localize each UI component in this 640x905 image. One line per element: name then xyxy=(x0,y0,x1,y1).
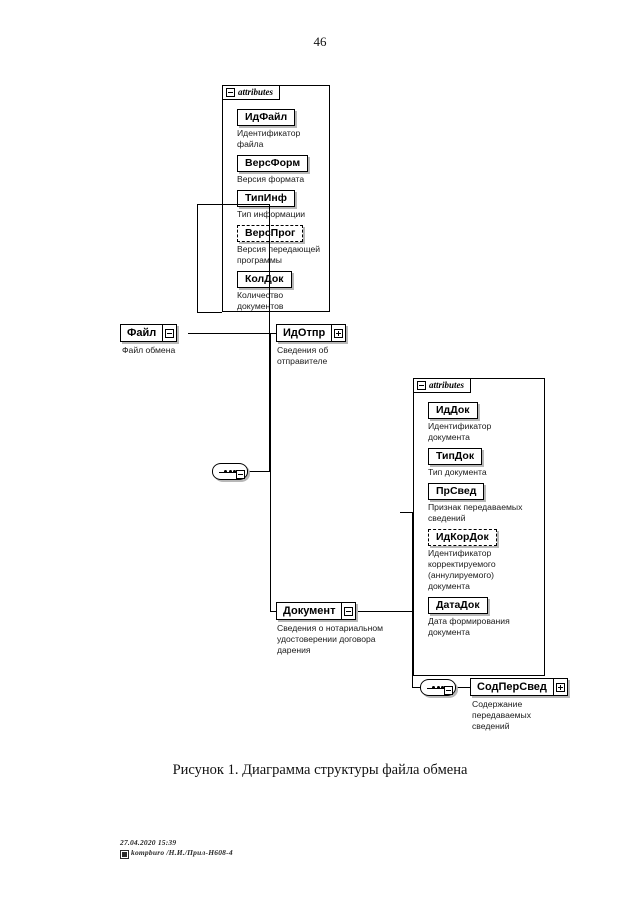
document-attributes-tab[interactable]: attributes xyxy=(413,378,472,393)
plus-icon[interactable] xyxy=(555,682,565,692)
sequence-document-expander[interactable] xyxy=(444,682,453,700)
page-number: 46 xyxy=(313,34,327,49)
attribute-item: ИдФайл Идентификатор файла xyxy=(237,107,321,150)
node-sodpersved-label: СодПерСвед xyxy=(477,680,547,693)
attribute-item: ТипИнф Тип информации xyxy=(237,188,321,220)
connector-file-attributes-bottom xyxy=(197,312,222,313)
sequence-file-expander[interactable] xyxy=(236,466,245,484)
file-attributes-panel: attributes ИдФайл Идентификатор файла Ве… xyxy=(222,85,330,312)
stamp-icon xyxy=(120,849,129,859)
attribute-item: ВерсПрог Версия передающей программы xyxy=(237,223,321,266)
footer-path: kompburo /Н.И./Прил-Н608-4 xyxy=(131,848,233,857)
file-attributes-tab-label: attributes xyxy=(238,87,274,97)
plus-icon[interactable] xyxy=(334,328,344,338)
figure-caption: Рисунок 1. Диаграмма структуры файла обм… xyxy=(172,762,468,778)
node-idotpr-description: Сведения об отправителе xyxy=(277,345,329,366)
attribute-item: ИдКорДок Идентификатор корректируемого (… xyxy=(428,527,536,592)
attribute-versprog-description: Версия передающей программы xyxy=(237,244,321,265)
attribute-item: ДатаДок Дата формирования документа xyxy=(428,595,536,638)
connector-trunk-vertical xyxy=(269,204,270,471)
node-idotpr-label: ИдОтпр xyxy=(283,326,326,339)
attribute-datadok[interactable]: ДатаДок xyxy=(428,597,488,614)
node-dokument-description: Сведения о нотариальном удостоверении до… xyxy=(277,623,384,655)
connector-document-trunk xyxy=(412,512,413,687)
minus-icon[interactable] xyxy=(226,88,235,97)
connector-file-to-trunk xyxy=(188,333,270,334)
node-file-expander-cell[interactable] xyxy=(162,325,176,341)
footer-path-row: kompburo /Н.И./Прил-Н608-4 xyxy=(120,848,233,859)
minus-icon[interactable] xyxy=(236,470,245,479)
attribute-prsved-description: Признак передаваемых сведений xyxy=(428,502,523,523)
attribute-tipdok[interactable]: ТипДок xyxy=(428,448,483,465)
connector-trunk-to-file-attributes xyxy=(197,204,270,205)
attribute-idfayl-description: Идентификатор файла xyxy=(237,128,301,149)
node-dokument[interactable]: Документ xyxy=(276,602,357,620)
node-file[interactable]: Файл xyxy=(120,324,178,342)
node-idotpr[interactable]: ИдОтпр xyxy=(276,324,347,342)
xml-schema-diagram: Файл Файл обмена attributes ИдФайл Идент… xyxy=(120,85,568,731)
connector-rail-to-sender xyxy=(270,333,276,334)
attribute-iddok[interactable]: ИдДок xyxy=(428,402,478,419)
attribute-versprog[interactable]: ВерсПрог xyxy=(237,225,304,242)
connector-children-rail xyxy=(270,333,271,611)
attribute-tipinf[interactable]: ТипИнф xyxy=(237,190,295,207)
footer-timestamp: 27.04.2020 15:39 xyxy=(120,838,177,847)
file-attributes-tab[interactable]: attributes xyxy=(222,85,281,100)
attribute-item: ИдДок Идентификатор документа xyxy=(428,400,536,443)
attribute-item: ТипДок Тип документа xyxy=(428,446,536,478)
attribute-item: КолДок Количество документов xyxy=(237,269,321,312)
attribute-tipinf-description: Тип информации xyxy=(237,209,306,219)
connector-sequence-out xyxy=(248,471,270,472)
document-attributes-list: ИдДок Идентификатор документа ТипДок Тип… xyxy=(414,394,544,675)
connector-trunk-to-content-sequence xyxy=(412,687,420,688)
sequence-bar xyxy=(427,687,449,689)
attribute-koldok-description: Количество документов xyxy=(237,290,284,311)
node-sodpersved[interactable]: СодПерСвед xyxy=(470,678,568,696)
connector-rail-to-document xyxy=(270,611,276,612)
node-dokument-expander-cell[interactable] xyxy=(341,603,355,619)
minus-icon[interactable] xyxy=(165,328,175,338)
minus-icon[interactable] xyxy=(417,381,426,390)
attribute-prsved[interactable]: ПрСвед xyxy=(428,483,485,500)
connector-file-attributes-left-rail xyxy=(197,204,198,312)
attribute-versform-description: Версия формата xyxy=(237,174,305,184)
document-attributes-tab-label: attributes xyxy=(429,380,465,390)
attribute-idkordok-description: Идентификатор корректируемого (аннулируе… xyxy=(428,548,496,591)
attribute-tipdok-description: Тип документа xyxy=(428,467,487,477)
minus-icon[interactable] xyxy=(444,686,453,695)
minus-icon[interactable] xyxy=(344,606,354,616)
attribute-versform[interactable]: ВерсФорм xyxy=(237,155,309,172)
node-sodpersved-expander-cell[interactable] xyxy=(552,679,567,695)
connector-trunk-to-document-attributes xyxy=(400,512,413,513)
attribute-item: ВерсФорм Версия формата xyxy=(237,153,321,185)
node-idotpr-expander-cell[interactable] xyxy=(331,325,345,341)
file-attributes-list: ИдФайл Идентификатор файла ВерсФорм Верс… xyxy=(223,101,329,311)
node-file-label: Файл xyxy=(127,326,157,339)
attribute-item: ПрСвед Признак передаваемых сведений xyxy=(428,481,536,524)
attribute-idfayl[interactable]: ИдФайл xyxy=(237,109,296,126)
document-attributes-panel: attributes ИдДок Идентификатор документа… xyxy=(413,378,545,676)
attribute-datadok-description: Дата формирования документа xyxy=(428,616,510,637)
connector-content-sequence-out xyxy=(456,687,470,688)
node-file-description: Файл обмена xyxy=(122,345,176,355)
node-dokument-label: Документ xyxy=(283,604,336,617)
connector-document-out xyxy=(345,611,413,612)
attribute-iddok-description: Идентификатор документа xyxy=(428,421,492,442)
attribute-koldok[interactable]: КолДок xyxy=(237,271,292,288)
page-footer: 27.04.2020 15:39 kompburo /Н.И./Прил-Н60… xyxy=(120,838,233,859)
node-sodpersved-description: Содержание передаваемых сведений xyxy=(472,699,532,731)
sequence-bar xyxy=(219,471,241,473)
attribute-idkordok[interactable]: ИдКорДок xyxy=(428,529,497,546)
